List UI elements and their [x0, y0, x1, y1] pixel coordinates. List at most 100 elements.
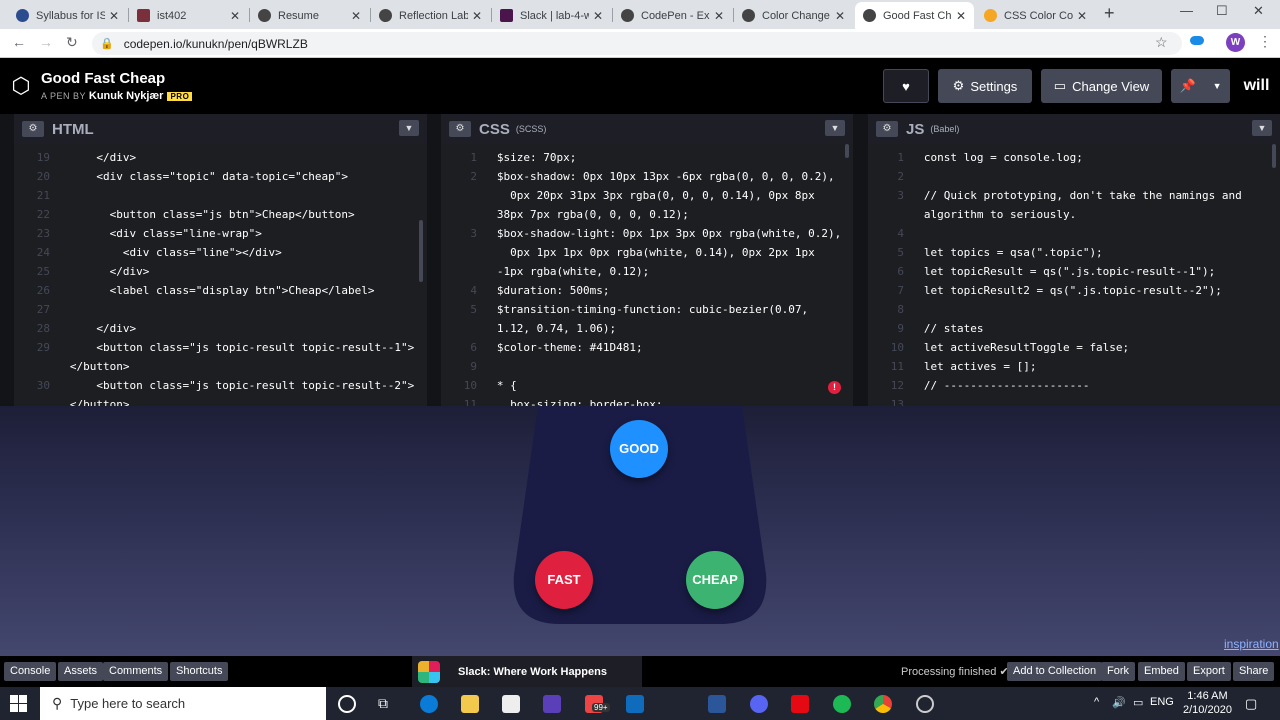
forward-icon[interactable]: → — [39, 34, 53, 50]
shortcuts-button[interactable]: Shortcuts — [170, 662, 229, 681]
scrollbar[interactable] — [419, 220, 423, 282]
chevron-down-icon[interactable]: ▼ — [825, 120, 845, 136]
close-window-icon[interactable]: ✕ — [1253, 3, 1264, 18]
tab-css-color-codes[interactable]: CSS Color Cod✕ — [976, 2, 1095, 29]
close-icon[interactable]: ✕ — [229, 8, 240, 23]
heart-icon: ♥ — [902, 78, 910, 94]
user-avatar[interactable]: will — [1239, 69, 1274, 103]
slack-notification[interactable]: Slack: Where Work Happens — [412, 656, 642, 687]
cheap-button[interactable]: CHEAP — [686, 551, 744, 609]
close-icon[interactable]: ✕ — [108, 8, 119, 23]
fork-button[interactable]: Fork — [1101, 662, 1135, 681]
close-icon[interactable]: ✕ — [1076, 8, 1087, 23]
volume-icon[interactable]: 🔊 — [1112, 697, 1126, 709]
code-line: 9 // states — [868, 319, 1280, 338]
gear-icon[interactable]: ⚙ — [876, 121, 898, 137]
line-number: 6 — [470, 341, 477, 354]
code-line: 0px 1px 1px 0px rgba(white, 0.14), 0px 2… — [441, 243, 853, 262]
word-icon[interactable] — [708, 695, 726, 713]
notifications-icon[interactable]: ▢ — [1245, 696, 1258, 711]
change-view-button[interactable]: ▭Change View — [1041, 69, 1162, 103]
close-icon[interactable]: ✕ — [955, 8, 966, 23]
comments-button[interactable]: Comments — [103, 662, 169, 681]
menu-icon[interactable]: ⋮ — [1258, 33, 1272, 49]
close-icon[interactable]: ✕ — [471, 8, 482, 23]
line-number: 11 — [463, 398, 477, 406]
file-explorer-icon[interactable] — [461, 695, 479, 713]
language-indicator[interactable]: ENG — [1150, 696, 1174, 708]
fast-button[interactable]: FAST — [535, 551, 593, 609]
good-button[interactable]: GOOD — [610, 420, 668, 478]
app-icon[interactable] — [916, 695, 934, 713]
close-icon[interactable]: ✕ — [592, 8, 603, 23]
share-button[interactable]: Share — [1233, 662, 1275, 681]
netflix-icon[interactable] — [791, 695, 809, 713]
preview-pane: GOOD FAST CHEAP inspiration — [0, 406, 1280, 656]
battery-icon[interactable]: ▭ — [1133, 697, 1144, 709]
maximize-icon[interactable]: ☐ — [1216, 3, 1228, 18]
tab-color-change[interactable]: Color Change✕ — [734, 2, 853, 29]
pen-title[interactable]: Good Fast Cheap — [41, 70, 166, 87]
code-line: algorithm to seriously. — [868, 205, 1280, 224]
url-field[interactable]: 🔒codepen.io/kunukn/pen/qBWRLZB — [92, 32, 1182, 55]
store-icon[interactable] — [502, 695, 520, 713]
back-icon[interactable]: ← — [12, 34, 26, 50]
embed-button[interactable]: Embed — [1138, 662, 1185, 681]
tab-ist402[interactable]: ist402✕ — [129, 2, 248, 29]
chevron-down-icon[interactable]: ▼ — [399, 120, 419, 136]
add-to-collection-button[interactable]: Add to Collection — [1007, 662, 1103, 681]
console-button[interactable]: Console — [4, 662, 57, 681]
close-icon[interactable]: ✕ — [713, 8, 724, 23]
discord-icon[interactable] — [750, 695, 768, 713]
gear-icon[interactable]: ⚙ — [22, 121, 44, 137]
mail-icon[interactable] — [543, 695, 561, 713]
codepen-logo-icon[interactable]: ⬡ — [11, 73, 31, 98]
inspiration-link[interactable]: inspiration — [1224, 637, 1279, 651]
chrome-icon[interactable] — [874, 695, 892, 713]
profile-avatar[interactable]: W — [1226, 33, 1245, 52]
assets-button[interactable]: Assets — [58, 662, 104, 681]
minimize-icon[interactable]: — — [1180, 3, 1193, 18]
processing-status: Processing finished ✔ — [901, 666, 1009, 678]
taskbar-search-input[interactable]: ⚲Type here to search — [40, 687, 326, 720]
outlook-icon[interactable] — [626, 695, 644, 713]
tab-resume[interactable]: Resume✕ — [250, 2, 369, 29]
settings-button[interactable]: ⚙Settings — [938, 69, 1032, 103]
tab-good-fast-cheap[interactable]: Good Fast Che✕ — [855, 2, 974, 29]
close-icon[interactable]: ✕ — [834, 8, 845, 23]
tab-slack[interactable]: Slack | lab-4-w✕ — [492, 2, 611, 29]
code-line: 4 $duration: 500ms; — [441, 281, 853, 300]
cortana-icon[interactable] — [338, 695, 356, 713]
line-number: 8 — [897, 303, 904, 316]
error-icon[interactable]: ! — [828, 381, 841, 394]
reload-icon[interactable]: ↻ — [66, 34, 78, 50]
line-number: 25 — [36, 265, 50, 278]
line-number: 30 — [36, 379, 50, 392]
js-editor[interactable]: 1 const log = console.log;2 3 // Quick p… — [868, 148, 1280, 406]
export-button[interactable]: Export — [1187, 662, 1231, 681]
new-tab-icon[interactable]: + — [1104, 3, 1115, 23]
windows-start-icon[interactable] — [10, 695, 27, 712]
love-button[interactable]: ♥ — [883, 69, 929, 103]
author-link[interactable]: Kunuk Nykjær — [88, 90, 164, 102]
scrollbar[interactable] — [1272, 144, 1276, 168]
tab-syllabus[interactable]: Syllabus for IST✕ — [8, 2, 127, 29]
html-editor[interactable]: 19 </div>20 <div class="topic" data-topi… — [14, 148, 427, 406]
tab-codepen-explore[interactable]: CodePen - Exp✕ — [613, 2, 732, 29]
close-icon[interactable]: ✕ — [350, 8, 361, 23]
spotify-icon[interactable] — [833, 695, 851, 713]
chevron-down-icon[interactable]: ▼ — [1252, 120, 1272, 136]
chevron-up-icon[interactable]: ^ — [1094, 696, 1100, 708]
bookmark-star-icon[interactable]: ☆ — [1155, 34, 1168, 50]
code-line: 30 <button class="js topic-result topic-… — [14, 376, 427, 395]
css-editor[interactable]: 1 $size: 70px;2 $box-shadow: 0px 10px 13… — [441, 148, 853, 406]
pin-button[interactable]: 📌▼ — [1171, 69, 1230, 103]
onedrive-icon[interactable] — [1190, 36, 1204, 45]
code-line: 6 let topicResult = qs(".js.topic-result… — [868, 262, 1280, 281]
edge-icon[interactable] — [420, 695, 438, 713]
scrollbar[interactable] — [845, 144, 849, 158]
gear-icon[interactable]: ⚙ — [449, 121, 471, 137]
task-view-icon[interactable]: ⧉ — [378, 695, 388, 711]
tab-reflection-lab[interactable]: Reflection Lab✕ — [371, 2, 490, 29]
